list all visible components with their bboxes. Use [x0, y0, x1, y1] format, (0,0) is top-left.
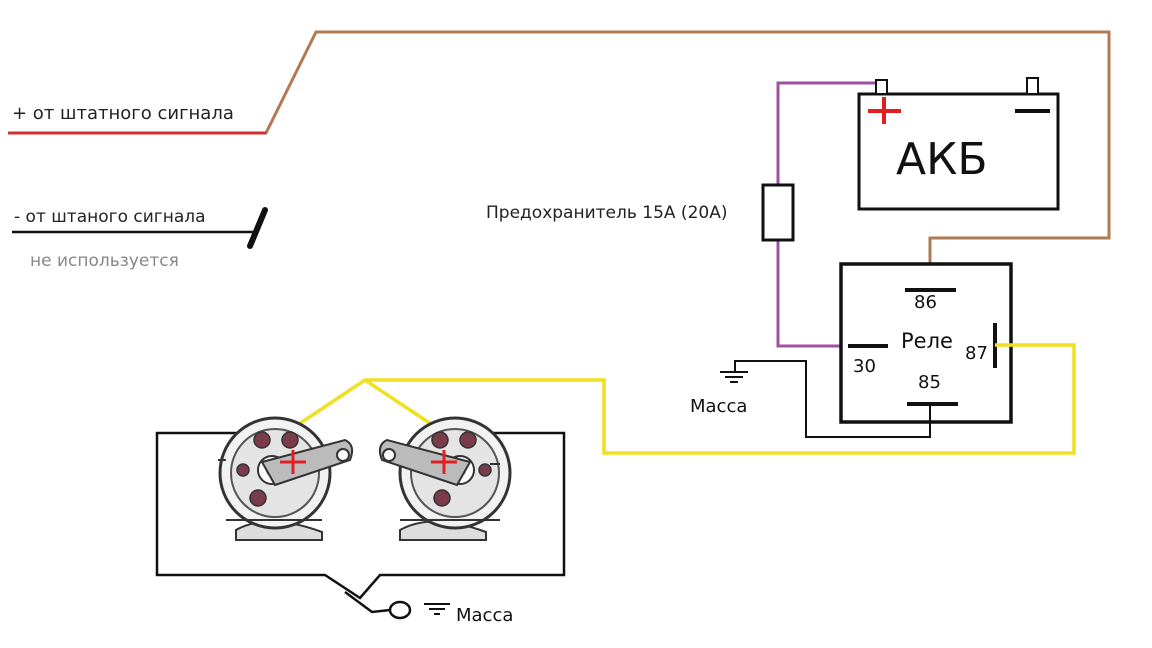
horn-left-icon	[218, 416, 354, 541]
horn-ground-lead	[344, 590, 391, 614]
plus-mark-left	[280, 450, 306, 474]
fuse-label: Предохранитель 15А (20А)	[486, 203, 727, 223]
yellow-wire-branch	[364, 378, 441, 432]
plus-mark-right	[431, 450, 457, 474]
ring-terminal	[388, 600, 412, 620]
relay-ground-wire	[734, 360, 931, 438]
minus-signal-label: - от штаного сигнала	[14, 207, 206, 227]
pin-30-label: 30	[853, 356, 876, 377]
battery-plus-terminal	[875, 79, 888, 95]
horn-right-icon	[378, 416, 512, 541]
fuse	[761, 183, 795, 242]
ground-relay-label: Масса	[690, 396, 747, 417]
not-used-label: не используется	[30, 251, 179, 271]
relay-label: Реле	[901, 329, 953, 353]
battery-body	[857, 92, 1060, 211]
ground-icon-relay	[720, 371, 748, 383]
pin-86-label: 86	[914, 292, 937, 313]
pin-85-label: 85	[918, 372, 941, 393]
battery-label: АКБ	[896, 134, 988, 185]
ground-icon-horns	[424, 603, 450, 615]
cut-wire-mark	[247, 207, 268, 249]
plus-signal-label: + от штатного сигнала	[12, 103, 234, 124]
battery-plus-icon	[868, 97, 901, 124]
pin-87-label: 87	[965, 343, 988, 364]
horn-ground-loop	[155, 431, 566, 600]
ground-horns-label: Масса	[456, 605, 513, 626]
battery-minus-terminal	[1026, 77, 1039, 95]
